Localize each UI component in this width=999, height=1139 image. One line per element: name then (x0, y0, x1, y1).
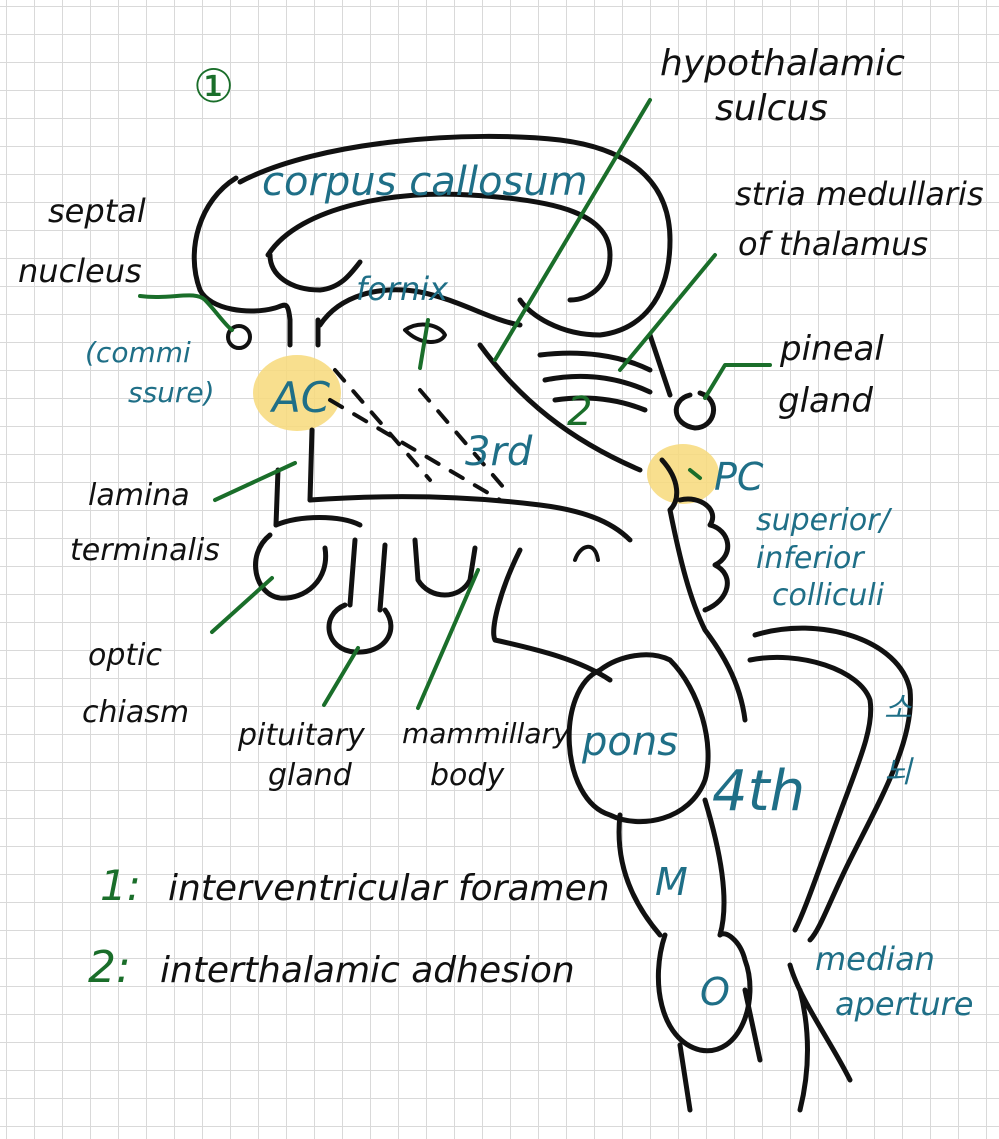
colliculi-shape (680, 499, 728, 610)
hypothalamus-floor (310, 497, 630, 540)
label-commissure-1: (commi (85, 336, 191, 369)
label-nucleus: nucleus (18, 252, 142, 290)
legend-item2-text: interthalamic adhesion (160, 950, 575, 991)
callosum-genu-inner (270, 255, 360, 290)
label-corpus-callosum: corpus callosum (262, 159, 588, 205)
stria-line-2 (545, 376, 650, 392)
label-lamina: lamina (88, 478, 190, 513)
label-korean-2: 뇌 (884, 755, 914, 790)
pituitary-gland-shape (329, 605, 391, 652)
label-third-ventricle: 3rd (465, 429, 533, 475)
label-stria-1: stria medullaris (735, 175, 984, 213)
label-commissure-2: ssure) (128, 376, 215, 409)
leader-optic (212, 578, 272, 632)
legend-item2-num: 2: (88, 942, 131, 993)
marker-one: ① (193, 59, 234, 113)
label-chiasm: chiasm (82, 695, 189, 730)
leader-septal (140, 295, 232, 330)
legend-item1-text: interventricular foramen (168, 868, 610, 909)
dashed-line-1 (335, 370, 430, 480)
pituitary-stalk (350, 540, 385, 610)
label-medulla-o: O (700, 970, 730, 1014)
label-two: 2 (567, 389, 592, 435)
label-pineal: pineal (779, 329, 884, 369)
label-septal: septal (48, 192, 146, 230)
label-ac: AC (269, 373, 331, 422)
label-korean-1: 소 (884, 691, 912, 726)
leader-fornix (420, 320, 428, 368)
label-pc: PC (714, 455, 764, 499)
pc-highlight (647, 444, 719, 504)
label-medulla-m: M (655, 860, 688, 904)
leader-pineal (705, 365, 770, 398)
label-colliculi-3: colliculi (772, 578, 885, 613)
pineal-gland-shape (676, 393, 713, 428)
label-pons: pons (581, 719, 678, 765)
legend-item1-num: 1: (100, 861, 141, 910)
label-colliculi-1: superior/ (756, 503, 893, 538)
mammillary-shape (415, 540, 475, 595)
leader-lamina (215, 463, 295, 500)
floor-lower (276, 518, 360, 526)
label-optic: optic (88, 638, 162, 673)
label-terminalis: terminalis (70, 533, 220, 568)
label-pituitary-gland: gland (268, 758, 353, 793)
brainstem-posterior (670, 510, 745, 720)
label-fornix: fornix (356, 270, 449, 308)
label-colliculi-2: inferior (756, 541, 865, 576)
leader-pituitary (324, 648, 358, 705)
label-body: body (430, 758, 505, 793)
optic-chiasm-shape (256, 535, 326, 598)
label-aperture: aperture (835, 985, 973, 1023)
tegmentum-hook (575, 547, 598, 560)
label-sulcus: sulcus (715, 88, 828, 129)
label-gland: gland (778, 381, 873, 421)
label-mammillary: mammillary (402, 717, 570, 750)
midbrain-tegmentum (494, 550, 610, 680)
label-hypothalamic: hypothalamic (660, 43, 905, 84)
label-stria-2: of thalamus (738, 225, 928, 263)
label-median: median (815, 940, 935, 978)
label-fourth-ventricle: 4th (712, 759, 805, 824)
label-pituitary: pituitary (237, 718, 366, 753)
